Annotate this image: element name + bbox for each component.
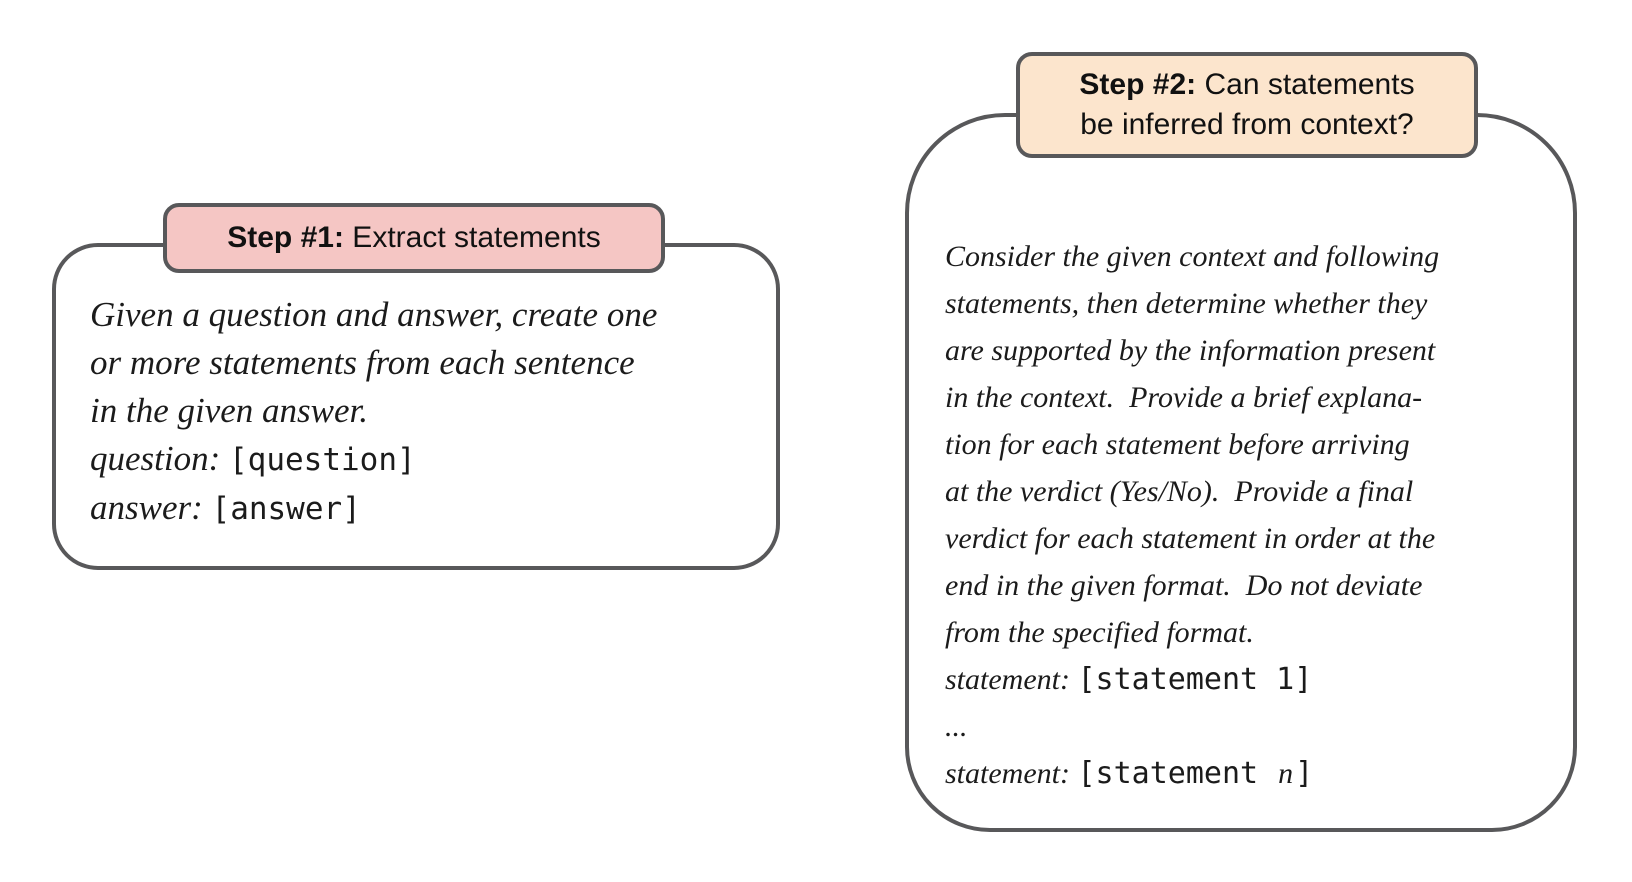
- prompt-text: question:: [90, 439, 230, 478]
- prompt-text: statement:: [945, 663, 1078, 696]
- placeholder-token: [statement 1]: [1077, 662, 1313, 697]
- prompt-text: tion for each statement before arriving: [945, 428, 1410, 461]
- step-label: Step #1:: [227, 221, 344, 254]
- prompt-line: verdict for each statement in order at t…: [945, 515, 1565, 562]
- step-title: Extract statements: [343, 221, 601, 254]
- prompt-line: are supported by the information present: [945, 327, 1565, 374]
- step-2-prompt-text: Consider the given context and following…: [945, 233, 1565, 797]
- step-title: Can statements: [1196, 68, 1415, 101]
- prompt-line: Given a question and answer, create one: [90, 291, 766, 339]
- header-line: Step #2: Can statements: [1079, 65, 1414, 105]
- placeholder-token: ]: [1295, 756, 1314, 791]
- prompt-line: in the given answer.: [90, 387, 766, 435]
- prompt-text: verdict for each statement in order at t…: [945, 522, 1436, 555]
- prompt-text: answer:: [90, 488, 212, 527]
- prompt-line: tion for each statement before arriving: [945, 421, 1565, 468]
- prompt-line: end in the given format. Do not deviate: [945, 562, 1565, 609]
- prompt-line: ...: [945, 703, 1565, 750]
- header-line: Step #1: Extract statements: [227, 218, 600, 258]
- prompt-line: statement: [statement 1]: [945, 656, 1565, 703]
- prompt-text: from the specified format.: [945, 616, 1254, 649]
- prompt-text: in the context. Provide a brief explana-: [945, 381, 1423, 414]
- step-title: be inferred from context?: [1080, 108, 1414, 141]
- prompt-text: in the given answer.: [90, 391, 369, 430]
- prompt-line: statement: [statement n]: [945, 750, 1565, 797]
- prompt-text: ...: [945, 710, 968, 743]
- prompt-line: at the verdict (Yes/No). Provide a final: [945, 468, 1565, 515]
- prompt-line: from the specified format.: [945, 609, 1565, 656]
- prompt-line: question: [question]: [90, 435, 766, 484]
- prompt-line: in the context. Provide a brief explana-: [945, 374, 1565, 421]
- placeholder-token: [statement: [1077, 756, 1277, 791]
- prompt-line: or more statements from each sentence: [90, 339, 766, 387]
- header-line: be inferred from context?: [1080, 105, 1414, 145]
- prompt-text: Given a question and answer, create one: [90, 295, 658, 334]
- step-1-prompt-panel: Given a question and answer, create one o…: [52, 243, 780, 570]
- math-variable: n: [1278, 757, 1294, 790]
- step-2-prompt-panel: Consider the given context and following…: [905, 113, 1577, 832]
- prompt-text: end in the given format. Do not deviate: [945, 569, 1423, 602]
- prompt-text: statement:: [945, 757, 1078, 790]
- prompt-text: are supported by the information present: [945, 334, 1436, 367]
- step-label: Step #2:: [1079, 68, 1197, 101]
- step-1-prompt-text: Given a question and answer, create one o…: [90, 291, 766, 533]
- prompt-line: Consider the given context and following: [945, 233, 1565, 280]
- prompt-line: statements, then determine whether they: [945, 280, 1565, 327]
- prompt-text: Consider the given context and following: [945, 240, 1440, 273]
- prompt-text: at the verdict (Yes/No). Provide a final: [945, 475, 1414, 508]
- prompt-line: answer: [answer]: [90, 484, 766, 533]
- step-1-header-pill: Step #1: Extract statements: [163, 203, 665, 273]
- prompt-text: statements, then determine whether they: [945, 287, 1428, 320]
- placeholder-token: [answer]: [211, 491, 361, 527]
- prompt-text: or more statements from each sentence: [90, 343, 635, 382]
- placeholder-token: [question]: [229, 442, 416, 478]
